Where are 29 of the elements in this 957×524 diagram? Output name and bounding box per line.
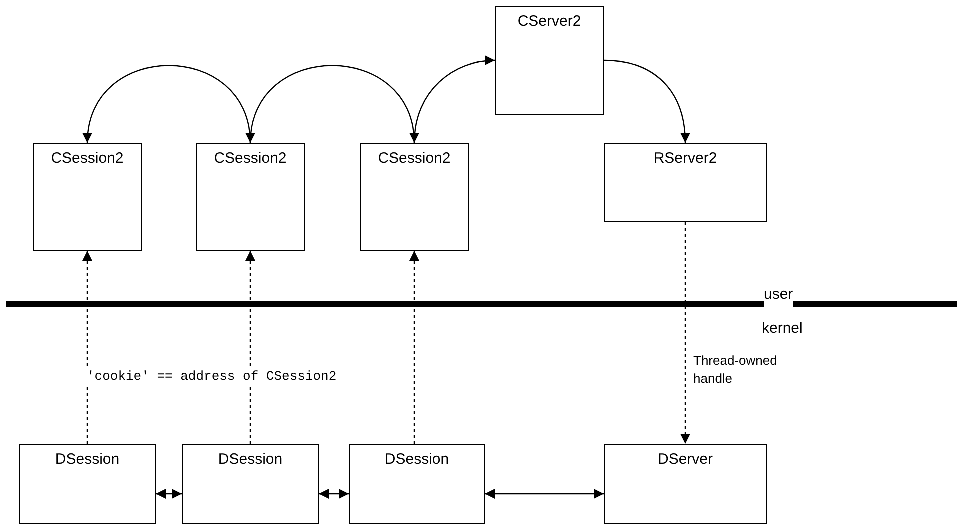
box-title: CServer2 — [518, 13, 582, 32]
box-title: CSession2 — [378, 150, 451, 169]
box-title: DSession — [55, 451, 120, 470]
dashed-arrow — [246, 251, 256, 444]
arrow — [604, 60, 690, 144]
box-title: DSession — [218, 451, 283, 470]
class-box — [349, 444, 485, 524]
class-box — [360, 143, 469, 251]
class-box — [604, 143, 767, 222]
dashed-arrow — [410, 251, 420, 444]
dashed-arrow — [82, 251, 92, 444]
class-box — [196, 143, 305, 251]
arrow — [319, 489, 349, 499]
class-box — [495, 6, 604, 115]
box-title: CSession2 — [214, 150, 287, 169]
arrow — [84, 65, 252, 144]
class-box — [33, 143, 142, 251]
box-title: DServer — [658, 451, 713, 470]
box-title: RServer2 — [654, 150, 718, 169]
arrow — [246, 65, 418, 144]
box-title: DSession — [384, 451, 450, 470]
class-box — [182, 444, 319, 524]
dashed-arrow — [680, 222, 690, 444]
box-title: CSession2 — [51, 150, 124, 169]
class-box — [604, 444, 767, 524]
class-box — [19, 444, 156, 524]
arrow — [414, 56, 496, 144]
arrow — [485, 489, 604, 499]
arrow — [156, 489, 182, 499]
